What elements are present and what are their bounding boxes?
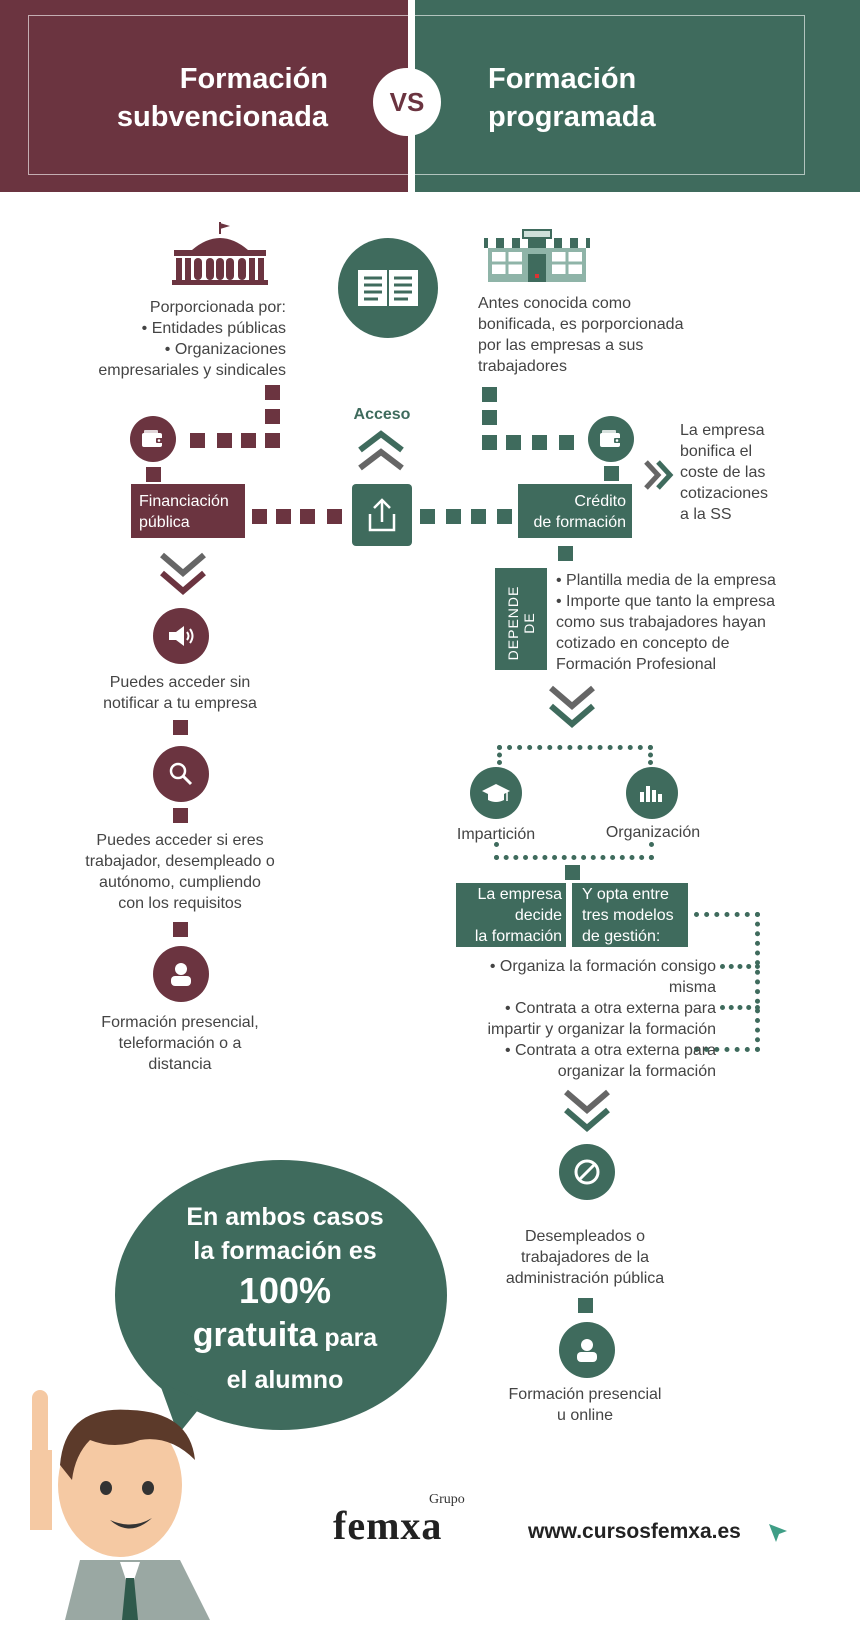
user-icon	[559, 1322, 615, 1378]
graduation-cap-icon	[470, 767, 522, 819]
depende-de-label: DEPENDE DE	[505, 585, 537, 661]
vs-badge: VS	[373, 68, 441, 136]
upload-icon	[352, 484, 412, 546]
speech-bubble	[115, 1160, 447, 1430]
depende-de-box	[495, 568, 547, 670]
connector-dot	[482, 435, 497, 450]
connector-dot	[497, 509, 512, 524]
equalizer-icon	[626, 767, 678, 819]
credito-formacion-box	[518, 484, 632, 538]
opta-label: Y opta entre tres modelos de gestión:	[582, 886, 674, 945]
connector-dot	[241, 433, 256, 448]
imparticion-label: Impartición	[456, 826, 536, 843]
connector-dot	[482, 410, 497, 425]
header-left-panel	[0, 0, 408, 192]
dotted-bracket-bottom	[494, 842, 654, 860]
connector-dot	[565, 865, 580, 880]
excluded-text: Desempleados o trabajadores de la admini…	[505, 1228, 665, 1287]
building-icon	[170, 220, 270, 286]
header-frame	[28, 15, 805, 175]
connector-dot	[146, 467, 161, 482]
brand-logo: Grupo femxa	[333, 1492, 465, 1548]
depende-items: • Plantilla media de la empresa • Import…	[556, 572, 776, 673]
dotted-bracket-top	[497, 745, 653, 765]
user-icon	[153, 946, 209, 1002]
connector-dot	[327, 509, 342, 524]
connector-dot	[265, 409, 280, 424]
connector-dot	[173, 720, 188, 735]
connector-dot	[276, 509, 291, 524]
connector-dot	[173, 808, 188, 823]
bubble-text: En ambos casos la formación es 100% grat…	[186, 1203, 384, 1394]
connector-dot	[217, 433, 232, 448]
decide-label: La empresa decide la formación	[474, 886, 562, 945]
connector-dot	[471, 509, 486, 524]
dotted-tick	[720, 1005, 760, 1010]
connector-dot	[190, 433, 205, 448]
connector-dot	[252, 509, 267, 524]
connector-dot	[446, 509, 461, 524]
store-icon	[482, 226, 592, 284]
connector-dot	[559, 435, 574, 450]
dotted-tick	[720, 964, 760, 969]
chevron-down-icon	[158, 551, 208, 597]
organizacion-label: Organización	[605, 824, 701, 841]
financiacion-publica-box	[131, 484, 245, 538]
dotted-bracket-right	[694, 912, 760, 1052]
wallet-icon	[588, 416, 634, 462]
chevron-down-icon	[562, 1088, 612, 1134]
megaphone-icon	[153, 608, 209, 664]
website-url[interactable]: www.cursosfemxa.es	[528, 1520, 741, 1543]
access-label: Acceso	[353, 406, 411, 423]
cursor-icon	[767, 1522, 789, 1544]
financiacion-publica-label: Financiación pública	[139, 493, 229, 531]
connector-dot	[300, 509, 315, 524]
connector-dot	[506, 435, 521, 450]
search-icon	[153, 746, 209, 802]
connector-dot	[604, 466, 619, 481]
connector-dot	[578, 1298, 593, 1313]
connector-dot	[420, 509, 435, 524]
opta-box	[572, 883, 688, 947]
models-list: • Organiza la formación consigo misma • …	[487, 958, 716, 1080]
header-right-panel	[415, 0, 860, 192]
chevron-right-icon	[642, 458, 676, 492]
connector-dot	[482, 387, 497, 402]
chevron-up-icon	[356, 430, 406, 474]
left-step2-text: Puedes acceder si eres trabajador, desem…	[85, 832, 275, 912]
character-illustration	[20, 1380, 240, 1620]
wallet-icon	[130, 416, 176, 462]
connector-dot	[558, 546, 573, 561]
left-intro: Porporcionada por: • Entidades públicas …	[98, 299, 286, 379]
connector-dot	[532, 435, 547, 450]
mode-text: Formación presencial u online	[508, 1386, 662, 1424]
decide-box	[456, 883, 566, 947]
book-icon	[338, 238, 438, 338]
connector-dot	[265, 433, 280, 448]
header-left-title: Formación subvencionada	[116, 63, 328, 133]
credito-formacion-label: Crédito de formación	[533, 493, 627, 531]
left-step1-text: Puedes acceder sin notificar a tu empres…	[103, 674, 257, 712]
header-right-title: Formación programada	[488, 63, 656, 133]
right-side-note: La empresa bonifica el coste de las coti…	[680, 422, 769, 523]
right-intro: Antes conocida como bonificada, es porpo…	[478, 295, 684, 375]
chevron-down-icon	[547, 684, 597, 730]
connector-dot	[173, 922, 188, 937]
prohibited-icon	[559, 1144, 615, 1200]
connector-dot	[265, 385, 280, 400]
left-step3-text: Formación presencial, teleformación o a …	[101, 1014, 259, 1073]
